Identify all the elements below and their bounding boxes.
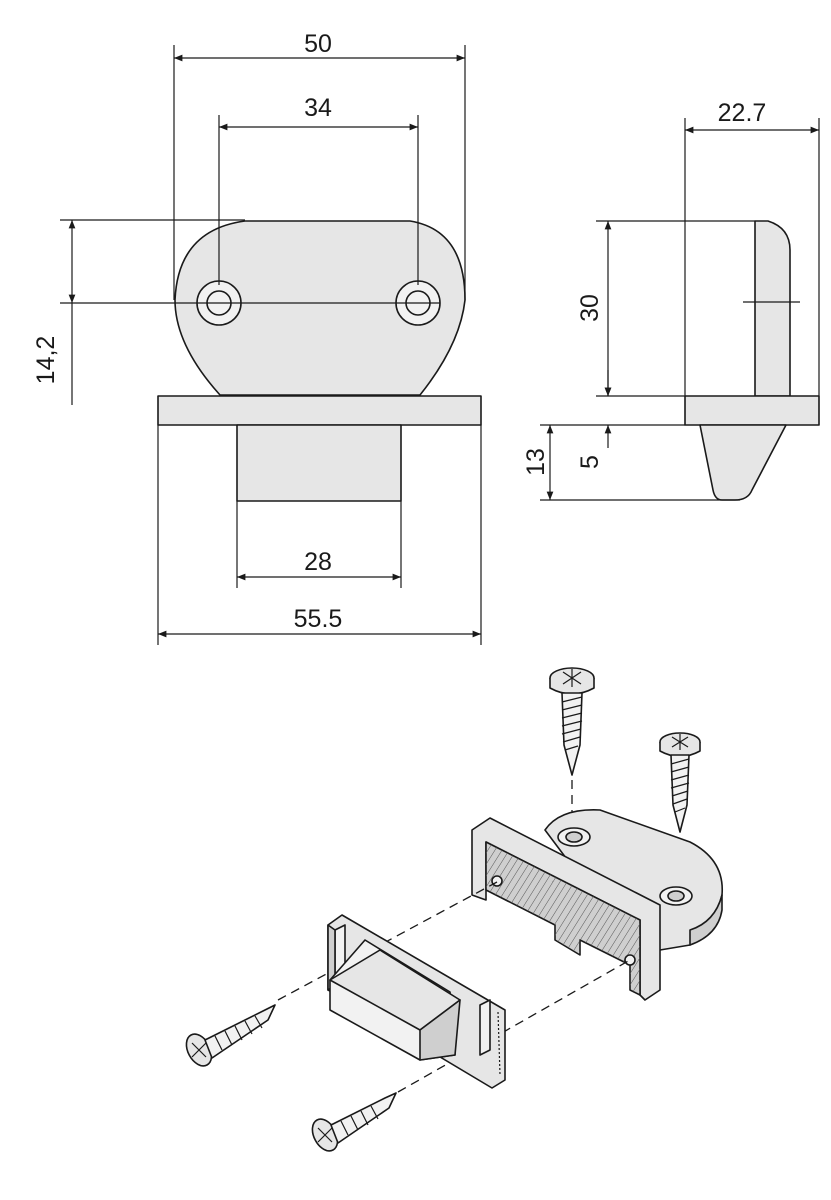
front-plate [174, 220, 466, 396]
strike-body [471, 809, 723, 1001]
screw-bottom-left [185, 1004, 276, 1067]
side-view: 22.7 30 5 13 [522, 99, 820, 501]
dim-label-13: 13 [522, 448, 550, 476]
dim-label-22-7: 22.7 [718, 99, 767, 127]
dim-label-14-2: 14,2 [32, 336, 60, 385]
side-tongue [699, 424, 787, 501]
dim-label-5: 5 [576, 455, 604, 469]
screw-top-right [659, 732, 701, 833]
dim-label-34: 34 [304, 94, 332, 122]
dim-label-55-5: 55.5 [294, 605, 343, 633]
side-upright [754, 220, 791, 397]
front-flange [157, 395, 482, 426]
screw-bottom-right [311, 1092, 397, 1152]
dim-label-30: 30 [576, 294, 604, 322]
exploded-view [185, 667, 723, 1152]
side-flange [684, 395, 820, 426]
screw-top-left [549, 667, 595, 776]
dim-label-28: 28 [304, 548, 332, 576]
front-view: 50 34 14,2 28 55.5 [32, 30, 482, 645]
strike-wedge [327, 914, 506, 1089]
front-tongue [236, 424, 402, 502]
dim-label-50: 50 [304, 30, 332, 58]
